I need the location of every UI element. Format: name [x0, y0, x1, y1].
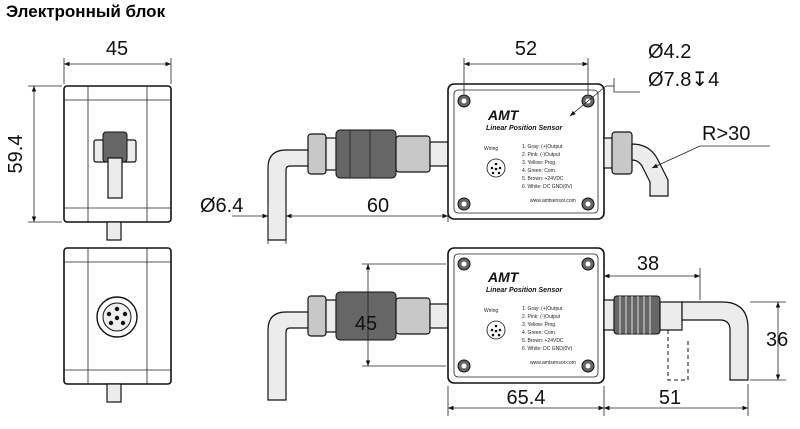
dim-label-65-4: 65.4: [507, 387, 546, 409]
dim-label-60: 60: [367, 195, 389, 217]
svg-text:5. Brown: +24VDC: 5. Brown: +24VDC: [522, 338, 564, 344]
side-view: AMT Linear Position Sensor Wiring 1. Gra…: [267, 247, 749, 401]
svg-text:5. Brown: +24VDC: 5. Brown: +24VDC: [522, 176, 564, 182]
svg-text:3. Yellow: Prog.: 3. Yellow: Prog.: [522, 160, 556, 166]
wiring-label-top: Wiring: [484, 146, 498, 152]
product-label-side: Linear Position Sensor: [486, 287, 564, 294]
dim-label-hole-small: Ø4.2: [648, 41, 691, 63]
dim-label-52: 52: [515, 38, 537, 60]
svg-text:1. Gray: (+)Output: 1. Gray: (+)Output: [522, 306, 563, 312]
svg-text:2. Pink: (-)Output: 2. Pink: (-)Output: [522, 314, 561, 320]
dim-top-width: 52: [463, 38, 589, 94]
dim-bottom: 65.4 51: [447, 384, 749, 416]
dim-holes: Ø4.2 Ø7.8↧4: [569, 41, 719, 117]
dim-cable: Ø6.4 60: [200, 195, 449, 244]
dim-label-59-4: 59.4: [5, 135, 27, 174]
svg-text:4. Green: Com.: 4. Green: Com.: [522, 168, 556, 174]
svg-text:4. Green: Com.: 4. Green: Com.: [522, 330, 556, 336]
pin-list-side: 1. Gray: (+)Output 2. Pink: (-)Output 3.…: [522, 306, 573, 352]
dim-front-width: 45: [63, 38, 172, 84]
svg-text:1. Gray: (+)Output: 1. Gray: (+)Output: [522, 144, 563, 150]
brand-logo-side: AMT: [487, 269, 520, 285]
product-label-top: Linear Position Sensor: [486, 125, 564, 132]
svg-text:3. Yellow: Prog.: 3. Yellow: Prog.: [522, 322, 556, 328]
dim-side-height: 45: [355, 263, 446, 367]
dim-label-38: 38: [637, 253, 659, 275]
wiring-label-side: Wiring: [484, 308, 498, 314]
page-title: Электронный блок: [6, 2, 166, 21]
svg-text:6. White: DC GND(0V): 6. White: DC GND(0V): [522, 346, 573, 352]
dim-radius: R>30: [651, 123, 770, 169]
brand-logo-top: AMT: [487, 107, 520, 123]
dim-label-side-45: 45: [355, 313, 377, 335]
website-label-top: www.amtsensor.com: [530, 198, 576, 204]
dim-front-height: 59.4: [5, 85, 62, 223]
pin-list-top: 1. Gray: (+)Output 2. Pink: (-)Output 3.…: [522, 144, 573, 190]
dim-label-51: 51: [659, 387, 681, 409]
dim-label-radius: R>30: [702, 123, 750, 145]
dim-elbow-height: 36: [750, 301, 788, 381]
svg-text:2. Pink: (-)Output: 2. Pink: (-)Output: [522, 152, 561, 158]
top-view: AMT Linear Position Sensor Wiring 1. Gra…: [267, 83, 669, 241]
dim-label-hole-large: Ø7.8↧4: [648, 69, 719, 91]
front-view-bottom: [63, 247, 172, 403]
dim-conn-len: 38: [603, 253, 701, 300]
front-view-top: [63, 85, 172, 241]
svg-text:6. White: DC GND(0V): 6. White: DC GND(0V): [522, 184, 573, 190]
dim-label-cable-dia: Ø6.4: [200, 195, 243, 217]
website-label-side: www.amtsensor.com: [530, 360, 576, 366]
dim-label-45: 45: [106, 38, 128, 60]
dim-label-36: 36: [766, 329, 788, 351]
